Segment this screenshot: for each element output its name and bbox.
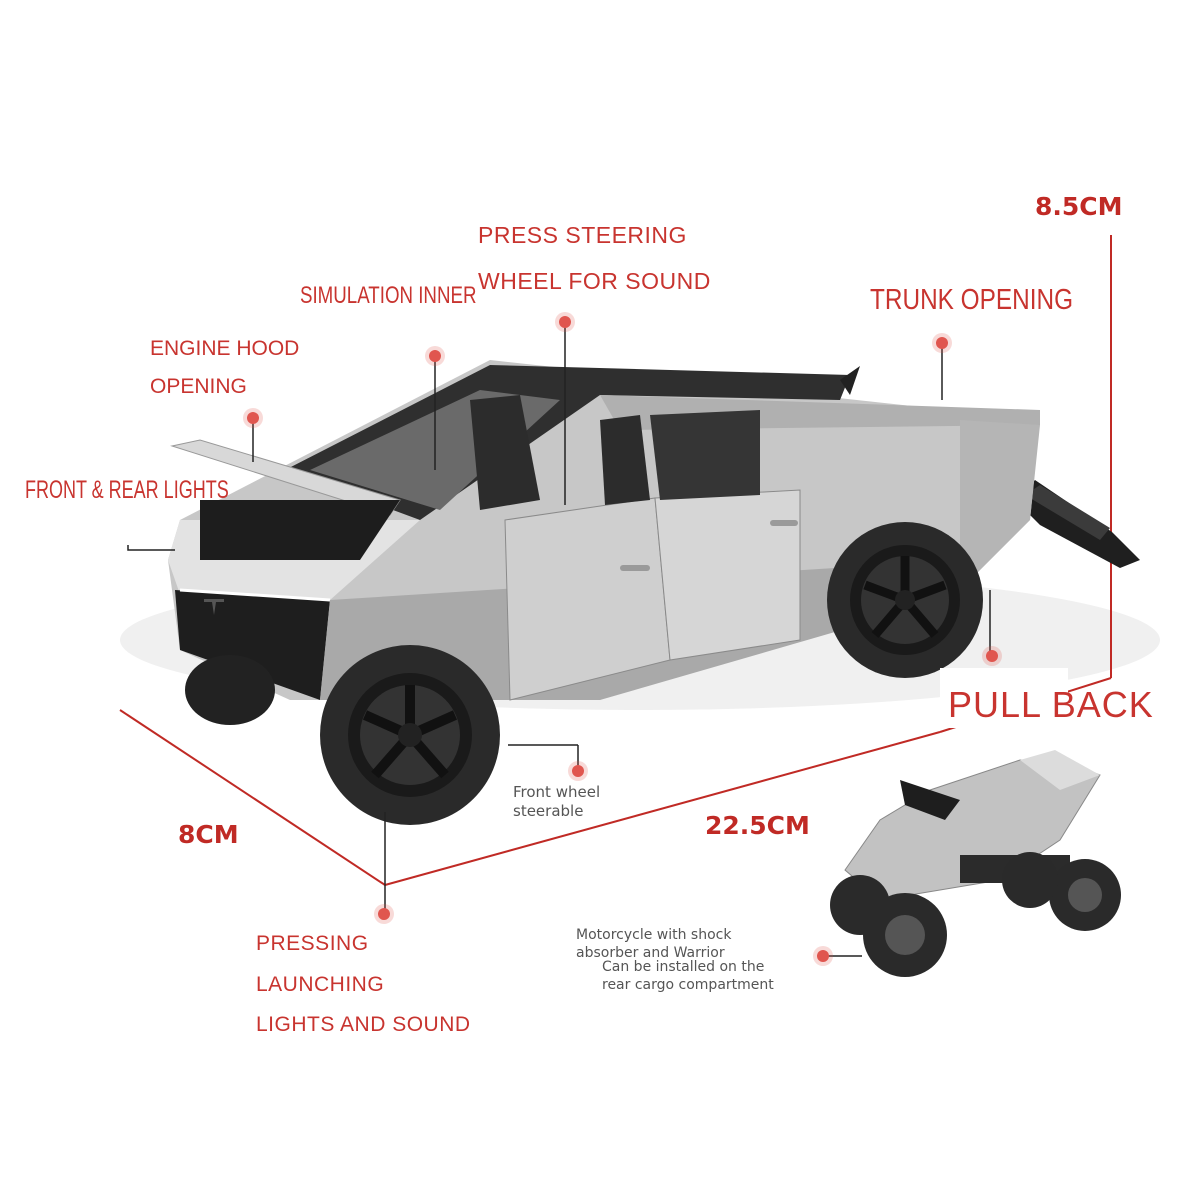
width-dimension-label: 8CM bbox=[178, 820, 239, 849]
hotspot-hood bbox=[247, 412, 259, 424]
press-steering-label: PRESS STEERING bbox=[478, 222, 687, 248]
motorcycle-label-3: Can be installed on the bbox=[602, 959, 765, 975]
front-wheel-label-2: steerable bbox=[513, 802, 584, 820]
engine-hood-label-2: OPENING bbox=[150, 375, 247, 398]
hotspot-launch bbox=[378, 908, 390, 920]
pressing-label-2: LAUNCHING bbox=[256, 973, 385, 996]
motorcycle-label-4: rear cargo compartment bbox=[602, 977, 774, 993]
pressing-label-3: LIGHTS AND SOUND bbox=[256, 1013, 471, 1036]
cargo-ramp bbox=[1015, 480, 1140, 568]
tesla-logo-icon bbox=[204, 599, 224, 615]
hotspot-pullback bbox=[986, 650, 998, 662]
hotspot-inner bbox=[429, 350, 441, 362]
pressing-label: PRESSING bbox=[256, 932, 369, 955]
pull-back-box bbox=[940, 668, 1068, 728]
height-dimension-label: 8.5CM bbox=[1035, 192, 1123, 221]
motorcycle-label-2: absorber and Warrior bbox=[576, 945, 725, 961]
motorcycle-label: Motorcycle with shock bbox=[576, 927, 732, 943]
trunk-opening-label: TRUNK OPENING bbox=[870, 284, 1074, 316]
engine-hood-label: ENGINE HOOD bbox=[150, 337, 300, 360]
hotspot-steering bbox=[559, 316, 571, 328]
front-wheel-label: Front wheel bbox=[513, 783, 601, 801]
hotspot-front-wheel bbox=[572, 765, 584, 777]
atv-motorcycle bbox=[830, 750, 1121, 977]
hotspot-trunk bbox=[936, 337, 948, 349]
rear-wheel bbox=[827, 522, 983, 678]
front-wheel-far bbox=[185, 655, 275, 725]
simulation-inner-label: SIMULATION INNER bbox=[300, 282, 477, 309]
front-wheel bbox=[320, 645, 500, 825]
length-dimension-label: 22.5CM bbox=[705, 811, 810, 840]
front-rear-lights-label: FRONT & REAR LIGHTS bbox=[25, 476, 229, 504]
leader-lines bbox=[127, 322, 991, 957]
press-steering-label-2: WHEEL FOR SOUND bbox=[478, 268, 711, 294]
pull-back-label: PULL BACK bbox=[948, 684, 1154, 725]
hotspot-atv bbox=[817, 950, 829, 962]
